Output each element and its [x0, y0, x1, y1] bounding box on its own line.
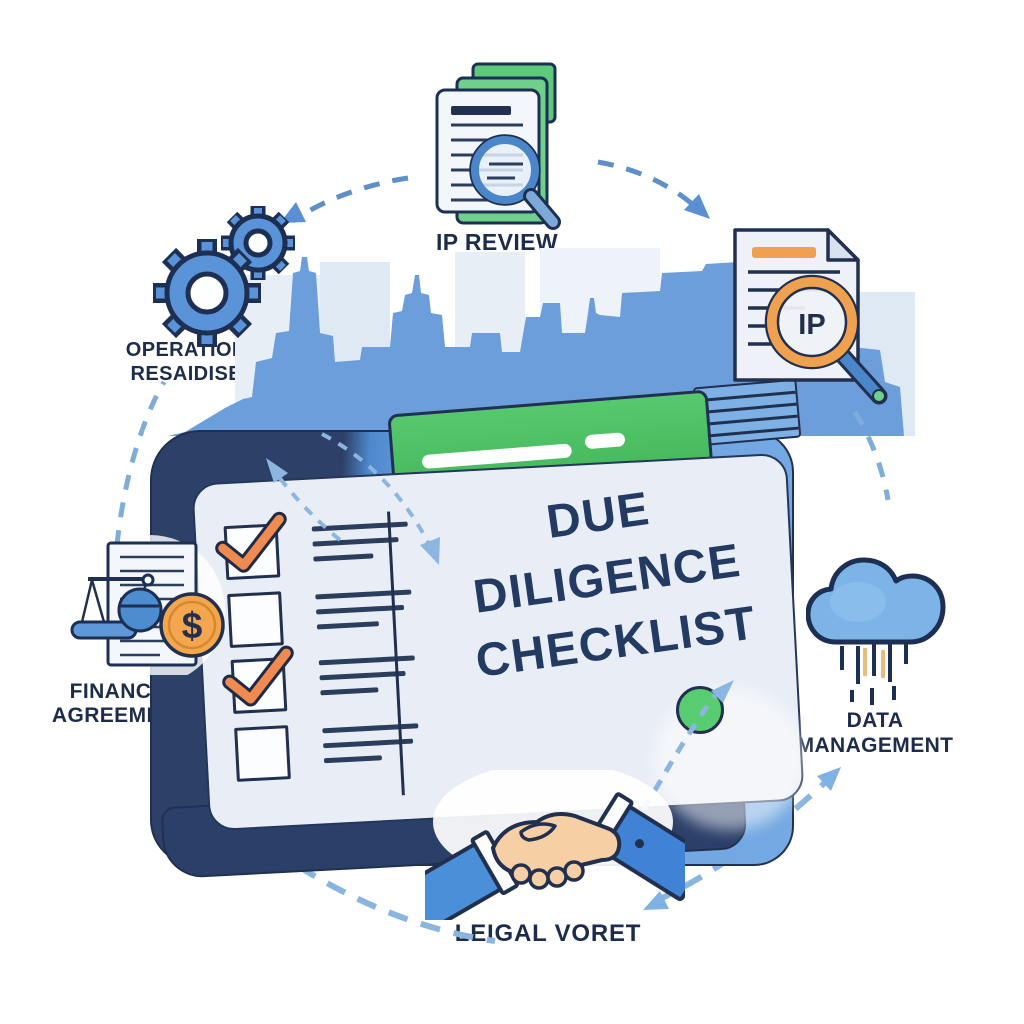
arrow-to-operational — [291, 175, 409, 224]
arrow-to-ip-document — [597, 159, 701, 212]
arc-financial-operational — [114, 380, 167, 546]
checklist-text-lines — [322, 723, 420, 773]
gears-icon — [153, 206, 295, 347]
rain-lines — [840, 642, 908, 705]
documents-magnifier-icon — [435, 62, 561, 230]
checklist-row — [222, 645, 424, 716]
checklist-row — [215, 511, 417, 582]
node-label-legal: LEIGAL VORET — [454, 920, 642, 947]
checkmark-icon — [222, 645, 294, 707]
dollar-symbol: $ — [182, 605, 203, 646]
arc-tablet-legal — [296, 863, 496, 944]
scales-document-coin-icon: $ — [70, 535, 225, 675]
arrowhead — [280, 202, 306, 223]
checkbox — [234, 725, 291, 782]
green-progress-dot — [676, 686, 724, 734]
data-cloud-icon — [806, 557, 946, 705]
handshake-icon — [425, 770, 685, 920]
clipboard-paper: DUE DILIGENCE CHECKLIST — [191, 452, 805, 832]
arrowhead — [817, 767, 841, 791]
checklist-text-lines — [318, 655, 417, 705]
checkmark-icon — [215, 511, 287, 573]
arc-ipdoc-data — [852, 410, 891, 501]
checklist-text-lines — [315, 589, 413, 639]
ip-badge: IP — [798, 309, 825, 341]
ip-document-magnifier-icon: IP — [733, 228, 888, 405]
node-label-ip-review: IP REVIEW — [435, 229, 559, 255]
node-label-data-management: DATA MANAGEMENT — [796, 709, 954, 758]
checklist-text-lines — [311, 521, 410, 572]
arrowhead — [684, 194, 710, 219]
arrowhead — [643, 891, 669, 910]
banner-highlight — [584, 432, 626, 450]
